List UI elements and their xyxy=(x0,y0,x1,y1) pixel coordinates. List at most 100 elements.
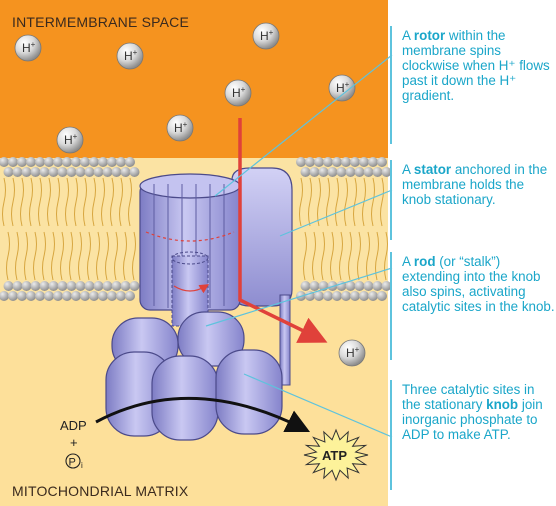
lipid-head xyxy=(94,167,104,177)
lipid-head xyxy=(355,281,365,291)
lipid-head xyxy=(125,157,135,167)
lipid-head xyxy=(85,167,95,177)
lipid-head xyxy=(62,291,72,301)
lipid-head xyxy=(373,281,383,291)
lipid-head xyxy=(112,167,122,177)
lipid-head xyxy=(125,291,135,301)
proton-ion: H+ xyxy=(253,23,279,49)
lipid-head xyxy=(80,157,90,167)
lipid-head xyxy=(44,157,54,167)
lipid-head xyxy=(4,281,14,291)
lipid-head xyxy=(58,167,68,177)
lipid-head xyxy=(13,167,23,177)
lipid-head xyxy=(121,167,131,177)
lipid-head xyxy=(341,291,351,301)
proton-ion: H+ xyxy=(339,340,365,366)
lipid-head xyxy=(17,291,27,301)
lipid-head xyxy=(341,157,351,167)
lipid-head xyxy=(62,157,72,167)
proton-ion: H+ xyxy=(167,115,193,141)
lipid-head xyxy=(31,167,41,177)
adp-label: ADP xyxy=(60,418,87,433)
svg-text:ATP: ATP xyxy=(322,448,347,463)
lipid-head xyxy=(296,157,306,167)
lipid-head xyxy=(76,167,86,177)
lipid-head xyxy=(76,281,86,291)
caption-rod: A rod (or “stalk”) extending into the kn… xyxy=(402,254,556,314)
lipid-head xyxy=(53,157,63,167)
lipid-head xyxy=(8,291,18,301)
lipid-head xyxy=(8,157,18,167)
lipid-head xyxy=(310,167,320,177)
lipid-head xyxy=(49,167,59,177)
lipid-head xyxy=(350,291,360,301)
lipid-head xyxy=(116,157,126,167)
lipid-head xyxy=(35,157,45,167)
lipid-head xyxy=(359,291,369,301)
lipid-head xyxy=(98,291,108,301)
lipid-head xyxy=(94,281,104,291)
lipid-head xyxy=(130,167,140,177)
lipid-head xyxy=(35,291,45,301)
lipid-head xyxy=(49,281,59,291)
lipid-head xyxy=(346,167,356,177)
lipid-head xyxy=(319,167,329,177)
lipid-head xyxy=(368,291,378,301)
lipid-head xyxy=(40,281,50,291)
lipid-head xyxy=(13,281,23,291)
lipid-head xyxy=(67,281,77,291)
lipid-head xyxy=(40,167,50,177)
lipid-head xyxy=(314,291,324,301)
lipid-head xyxy=(107,291,117,301)
lipid-head xyxy=(98,157,108,167)
lipid-head xyxy=(71,157,81,167)
lipid-head xyxy=(350,157,360,167)
lipid-head xyxy=(121,281,131,291)
svg-text:i: i xyxy=(81,461,83,470)
proton-ion: H+ xyxy=(15,35,41,61)
mitochondrial-matrix-label: MITOCHONDRIAL MATRIX xyxy=(12,483,189,499)
caption-knob-bar xyxy=(390,380,392,490)
lipid-head xyxy=(85,281,95,291)
intermembrane-space-label: INTERMEMBRANE SPACE xyxy=(12,14,189,30)
lipid-head xyxy=(377,291,387,301)
lipid-head xyxy=(89,291,99,301)
svg-text:P: P xyxy=(69,457,76,469)
lipid-head xyxy=(337,167,347,177)
lipid-head xyxy=(377,157,387,167)
caption-rod-bar xyxy=(390,252,392,360)
caption-rotor-bar xyxy=(390,26,392,144)
lipid-head xyxy=(373,167,383,177)
lipid-head xyxy=(26,157,36,167)
lipid-head xyxy=(310,281,320,291)
lipid-head xyxy=(305,157,315,167)
lipid-head xyxy=(368,157,378,167)
caption-rotor: A rotor within the membrane spins clockw… xyxy=(402,28,556,103)
lipid-head xyxy=(22,167,32,177)
lipid-head xyxy=(67,167,77,177)
lipid-head xyxy=(26,291,36,301)
lipid-head xyxy=(58,281,68,291)
proton-ion: H+ xyxy=(225,80,251,106)
lipid-head xyxy=(301,281,311,291)
lipid-head xyxy=(107,157,117,167)
caption-knob: Three catalytic sites in the stationary … xyxy=(402,382,556,442)
lipid-head xyxy=(323,157,333,167)
caption-stator-bar xyxy=(390,160,392,240)
lipid-head xyxy=(116,291,126,301)
lipid-head xyxy=(22,281,32,291)
caption-stator: A stator anchored in the membrane holds … xyxy=(402,162,556,207)
lipid-head xyxy=(103,281,113,291)
proton-ion: H+ xyxy=(117,43,143,69)
lipid-head xyxy=(103,167,113,177)
lipid-head xyxy=(53,291,63,301)
lipid-head xyxy=(301,167,311,177)
lipid-head xyxy=(4,167,14,177)
lipid-head xyxy=(332,157,342,167)
lipid-head xyxy=(130,281,140,291)
lipid-head xyxy=(80,291,90,301)
lipid-head xyxy=(31,281,41,291)
atp-product: ATP xyxy=(304,430,368,480)
lipid-head xyxy=(364,167,374,177)
lipid-head xyxy=(112,281,122,291)
